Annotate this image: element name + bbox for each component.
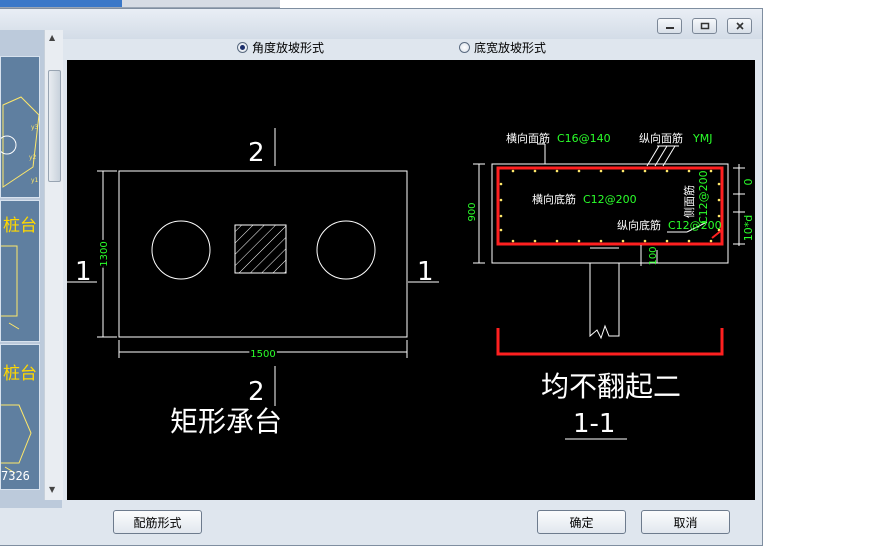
cap-outline xyxy=(118,170,408,338)
bottom-longitudinal-label: 纵向底筋 xyxy=(617,218,661,232)
column-hatched xyxy=(234,224,287,274)
dim-10d-label: 10*d xyxy=(742,215,755,241)
top-transverse-value: C16@140 xyxy=(557,132,611,145)
drawing-canvas: 2 2 1 1 1500 1300 矩形承台 xyxy=(67,60,755,500)
thumbnail-title: 桩台 xyxy=(3,364,37,384)
close-icon xyxy=(728,19,751,33)
svg-text:y3: y3 xyxy=(31,124,39,131)
slope-option-group: 角度放坡形式 底宽放坡形式 xyxy=(67,32,757,60)
pentagon-cap-preview: y3 y2 y1 xyxy=(1,96,39,188)
top-longitudinal-value: YMJ xyxy=(692,132,712,145)
bottom-rebar xyxy=(496,230,724,246)
plan-view: 2 2 1 1 1500 1300 矩形承台 xyxy=(67,128,439,438)
dim-depth-label: 900 xyxy=(467,202,478,221)
ok-button[interactable]: 确定 xyxy=(537,510,626,534)
cancel-button[interactable]: 取消 xyxy=(641,510,730,534)
section-label: 1-1 xyxy=(573,409,615,439)
section-mark-bottom: 2 xyxy=(248,377,265,407)
rebar-dots xyxy=(499,169,721,243)
radio-selected-icon[interactable] xyxy=(237,42,248,53)
bottom-transverse-value: C12@200 xyxy=(583,193,637,206)
width-slope-label: 底宽放坡形式 xyxy=(474,41,547,55)
bottom-longitudinal-value: C12@200 xyxy=(668,219,722,232)
foot-rebar xyxy=(496,328,724,356)
side-rebar-value: C12@200 xyxy=(697,170,710,224)
section-view: 横向面筋 C16@140 纵向面筋 YMJ 横向底筋 C12@200 纵向底筋 … xyxy=(467,131,755,440)
scroll-down-icon[interactable]: ▼ xyxy=(49,485,56,494)
section-mark-top: 2 xyxy=(248,138,265,168)
close-button[interactable] xyxy=(727,18,752,34)
top-rebar xyxy=(496,166,724,241)
dim-width-label: 1500 xyxy=(250,349,275,360)
section-mark-left: 1 xyxy=(75,257,92,287)
radio-unselected-icon[interactable] xyxy=(459,42,470,53)
bottom-transverse-label: 横向底筋 xyxy=(532,192,576,206)
angle-slope-label: 角度放坡形式 xyxy=(252,41,325,55)
section-title: 均不翻起二 xyxy=(541,370,681,403)
thumbnail-value: 7326 xyxy=(1,469,30,483)
thumbnail-title: 桩台 xyxy=(3,216,37,236)
thumbnail-pile-cap-2[interactable]: 桩台 xyxy=(0,200,40,342)
hex-cap-preview xyxy=(1,404,32,474)
dim-zero-label: 0 xyxy=(742,179,755,186)
minimize-icon xyxy=(658,19,681,33)
top-transverse-label: 横向面筋 xyxy=(506,131,550,145)
side-rebar-label: 侧面筋 xyxy=(682,185,696,218)
rect-cap-preview xyxy=(1,245,20,330)
pile-right xyxy=(316,220,376,280)
angle-slope-option[interactable]: 角度放坡形式 xyxy=(237,39,324,56)
background-window-strip xyxy=(0,0,280,8)
scroll-up-icon[interactable]: ▲ xyxy=(49,33,56,42)
thumbnail-scrollbar[interactable]: ▲ ▼ xyxy=(44,30,63,500)
svg-text:y2: y2 xyxy=(29,154,37,161)
background-window-selection xyxy=(0,0,122,7)
pile-cap-drawing: 2 2 1 1 1500 1300 矩形承台 xyxy=(67,128,755,440)
dim-height-label: 1300 xyxy=(99,241,110,266)
svg-text:y1: y1 xyxy=(31,177,39,184)
top-longitudinal-label: 纵向面筋 xyxy=(639,131,683,145)
column-stem xyxy=(589,263,620,340)
section-mark-right: 1 xyxy=(417,257,434,287)
title-bar xyxy=(0,9,762,39)
scrollbar-thumb[interactable] xyxy=(48,70,61,182)
pile-left xyxy=(151,220,211,280)
dim-100-label: 100 xyxy=(648,246,659,265)
plan-title: 矩形承台 xyxy=(170,405,282,438)
rebar-form-button[interactable]: 配筋形式 xyxy=(113,510,202,534)
thumbnail-pile-cap-1[interactable]: y3 y2 y1 xyxy=(0,56,40,198)
maximize-button[interactable] xyxy=(692,18,717,34)
thumbnail-pile-cap-3[interactable]: 桩台 7326 xyxy=(0,344,40,490)
section-outline xyxy=(491,163,729,264)
minimize-button[interactable] xyxy=(657,18,682,34)
width-slope-option[interactable]: 底宽放坡形式 xyxy=(459,39,546,56)
maximize-icon xyxy=(693,19,716,33)
